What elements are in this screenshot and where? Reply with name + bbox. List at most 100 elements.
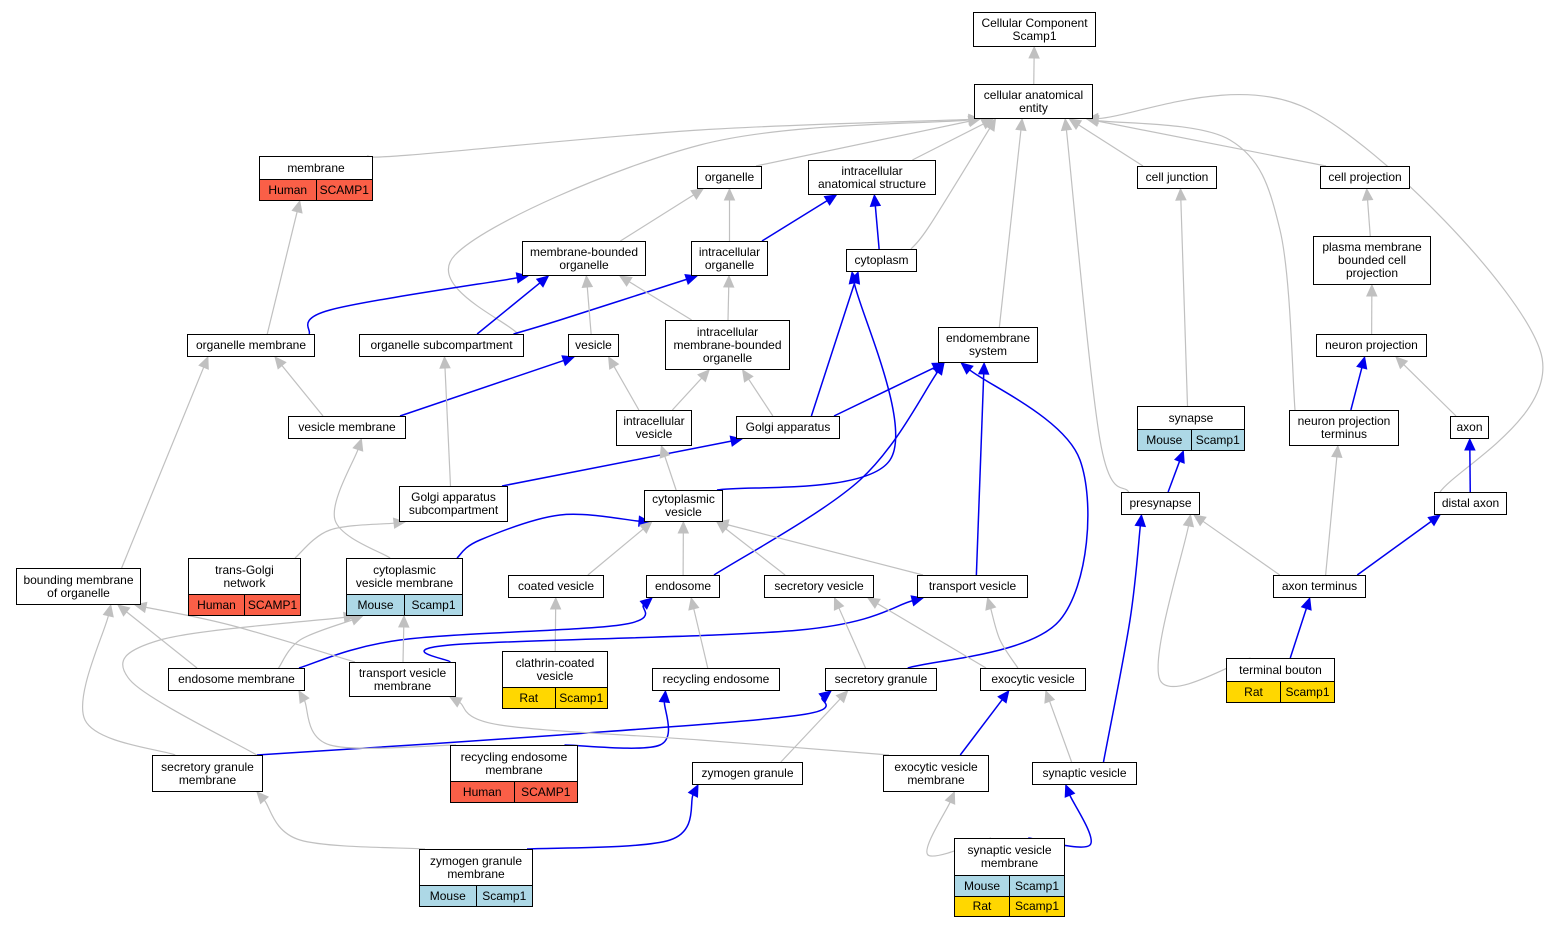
term-node-secgran[interactable]: secretory granule	[825, 668, 937, 691]
term-label: neuron projection	[1317, 335, 1426, 356]
edge-is_a-presynapse-cae	[1065, 129, 1130, 493]
edge-part_of-orgsub-io	[513, 278, 687, 335]
term-label-line: recycling endosome	[662, 672, 770, 686]
term-node-zymogen[interactable]: zymogen granule	[692, 762, 803, 785]
edge-arrowhead	[723, 187, 736, 201]
edge-is_a-axonterm-npt	[1325, 456, 1338, 576]
term-node-axon[interactable]: axon	[1450, 416, 1489, 439]
annotation-species: Rat	[1244, 684, 1263, 699]
term-node-orgmem[interactable]: organelle membrane	[187, 334, 315, 357]
edge-is_a-tvm-cvm	[402, 626, 405, 663]
term-node-endosome[interactable]: endosome	[646, 575, 720, 598]
term-node-synves[interactable]: synaptic vesicle	[1032, 762, 1137, 785]
annotation-gene: Scamp1	[475, 886, 533, 906]
term-node-distalaxon[interactable]: distal axon	[1434, 492, 1507, 515]
term-node-vesicle[interactable]: vesicle	[568, 334, 619, 357]
term-label: axon terminus	[1274, 576, 1365, 597]
term-node-coated[interactable]: coated vesicle	[508, 575, 604, 598]
term-label-line: entity	[1019, 100, 1048, 115]
term-node-cellprojection[interactable]: cell projection	[1320, 166, 1410, 189]
edge-is_a-cytoplasm-cae	[910, 128, 991, 250]
edge-part_of-zgm-zymogen	[526, 794, 694, 850]
term-label-line: organelle	[704, 170, 755, 184]
term-label-line: intracellular	[623, 414, 685, 428]
edge-is_a-termbouton-presynapse	[1157, 525, 1251, 688]
edge-arrowhead	[535, 275, 550, 288]
term-label-line: cellular anatomical	[983, 87, 1084, 102]
edge-is_a-bmo-orgmem	[121, 366, 205, 569]
term-label-line: Golgi apparatus	[411, 490, 496, 504]
term-node-golgi[interactable]: Golgi apparatus	[736, 416, 840, 439]
term-label-line: secretory granule	[834, 672, 928, 686]
term-label-line: recycling endosome	[460, 749, 568, 764]
term-label: endosome membrane	[169, 669, 304, 690]
term-node-orgsub[interactable]: organelle subcompartment	[359, 334, 524, 357]
edge-is_a-organelle-cae	[755, 120, 970, 167]
term-node-cytoplasm[interactable]: cytoplasm	[846, 249, 917, 272]
edge-arrowhead	[984, 117, 997, 132]
edge-part_of-orgsub-mbo	[476, 282, 541, 335]
edge-arrowhead	[1464, 437, 1476, 451]
edge-arrowhead	[1193, 514, 1207, 527]
term-node-recendo[interactable]: recycling endosome	[652, 668, 780, 691]
term-node-celljunction[interactable]: cell junction	[1137, 166, 1217, 189]
term-label: presynapse	[1122, 493, 1199, 514]
edge-is_a-distalaxon-cae	[1097, 93, 1544, 493]
term-node-presynapse[interactable]: presynapse	[1121, 492, 1200, 515]
term-node-organelle[interactable]: organelle	[697, 166, 762, 189]
edge-is_a-exoves-secves	[877, 603, 987, 669]
term-label-line: system	[968, 344, 1007, 358]
term-label-line: organelle	[704, 257, 755, 272]
edge-is_a-secgran-secves	[838, 607, 867, 669]
term-node-secves[interactable]: secretory vesicle	[764, 575, 874, 598]
edge-part_of-termbouton-axonterm	[1289, 608, 1308, 659]
term-node-neuronproj[interactable]: neuron projection	[1316, 334, 1427, 357]
edge-is_a-axonterm-presynapse	[1202, 520, 1281, 576]
edge-arrowhead	[1060, 117, 1073, 132]
term-node-vesmem[interactable]: vesicle membrane	[288, 416, 406, 439]
term-label-line: organelle subcompartment	[370, 338, 513, 352]
term-node-transves[interactable]: transport vesicle	[917, 575, 1028, 598]
term-label-line: endosome membrane	[178, 672, 295, 686]
term-label-line: membrane	[907, 772, 965, 787]
term-node-endomembrane[interactable]: endosome membrane	[168, 668, 305, 691]
term-node-axonterm[interactable]: axon terminus	[1273, 575, 1366, 598]
term-label-line: presynapse	[1129, 496, 1192, 510]
term-label-line: subcompartment	[408, 503, 499, 517]
term-node-exoves[interactable]: exocytic vesicle	[980, 668, 1086, 691]
term-label-line: cell projection	[1328, 170, 1402, 184]
term-label-line: axon	[1456, 420, 1483, 434]
term-label-line: synaptic vesicle	[1042, 766, 1127, 780]
